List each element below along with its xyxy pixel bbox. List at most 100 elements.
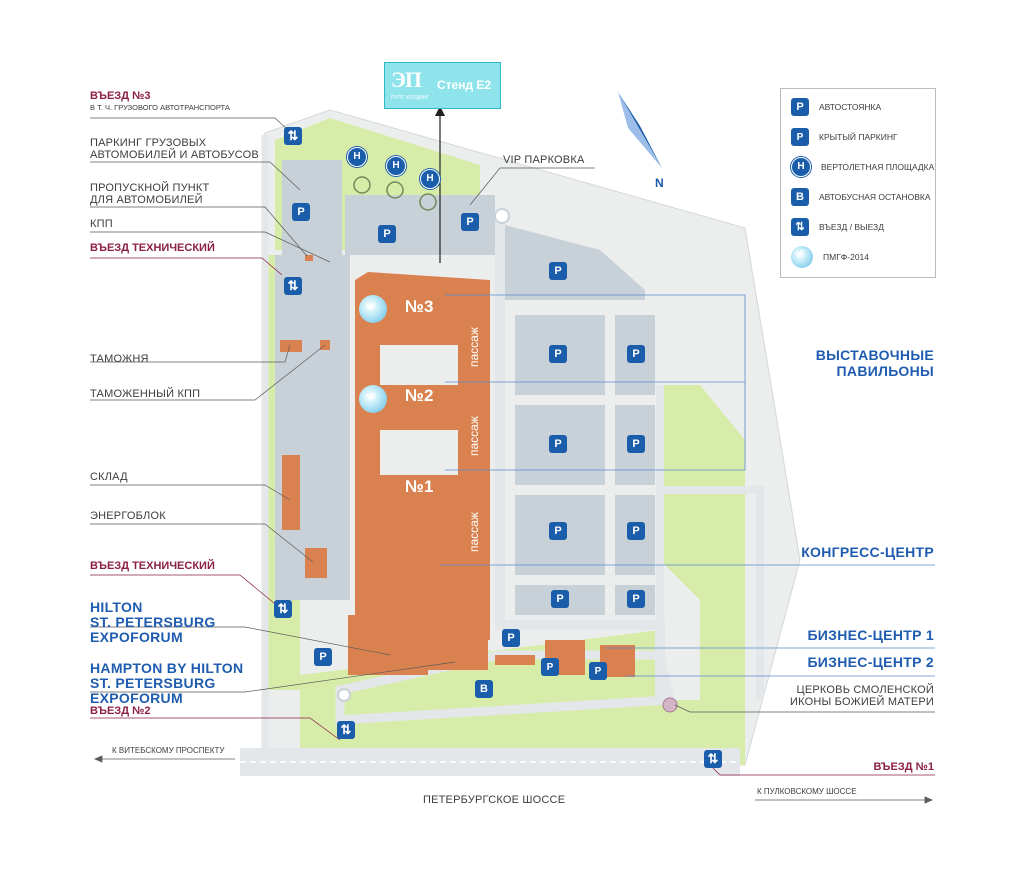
pmgf-logo-icon: ϟF [359,385,387,413]
pmgf-logo-icon: ϟF [359,295,387,323]
label-entrance-3-sub: в т. ч. грузового автотранспорта [90,103,230,112]
legend-label: въезд / выезд [819,222,884,232]
north-label: N [655,176,664,190]
entry-exit-icon: ⇅ [704,750,722,768]
label-entrance-1: ВЪЕЗД №1 [873,761,934,773]
pmgf-logo-icon: ϟF [791,246,813,268]
tree [386,181,404,199]
leader-lines [90,117,456,693]
label-customs-kpp: ТАМОЖЕННЫЙ КПП [90,388,201,400]
bus-stop-icon: B [475,680,493,698]
label-truck-parking-2: АВТОМОБИЛЕЙ И АВТОБУСОВ [90,149,259,161]
legend-label: автостоянка [819,102,882,112]
label-tech-entrance-2: ВЪЕЗД ТЕХНИЧЕСКИЙ [90,560,215,572]
legend: P автостоянка P крытый паркинг H вертоле… [780,88,936,278]
passage-label-1: пассаж [467,327,481,367]
label-hilton-3: EXPOFORUM [90,629,183,645]
entry-exit-icon: ⇅ [284,127,302,145]
kpp-building [305,255,313,261]
legend-item-helipad: H вертолетная площадка [791,157,934,177]
covered-parking-icon: P [541,658,559,676]
parking-icon: P [292,203,310,221]
legend-label: вертолетная площадка [821,162,935,172]
legend-label: автобусная остановка [819,192,931,202]
helipad-icon: H [386,156,406,176]
legend-label: ПМГФ-2014 [823,252,869,262]
church [662,697,678,713]
covered-parking-icon: P [589,662,607,680]
parking-area-truck [282,160,342,255]
stand-arrow-head [435,106,445,116]
label-entrance-3: ВЪЕЗД №3 [90,90,151,102]
legend-item-covered-parking: P крытый паркинг [791,127,898,147]
pavilion-2 [355,370,490,460]
helipad-icon: H [347,147,367,167]
label-hilton-2: ST. PETERSBURG [90,614,216,630]
label-entrance-2: ВЪЕЗД №2 [90,705,151,717]
vip-shelter [495,655,535,665]
legend-label: крытый паркинг [819,132,898,142]
covered-parking-icon: P [791,128,809,146]
parking-icon: P [551,590,569,608]
parking-icon: P [378,225,396,243]
compass-needle [618,92,662,168]
label-checkpoint-1: ПРОПУСКНОЙ ПУНКТ [90,182,210,194]
stand-e2-sign: ЭП РУПТ ХОЛДИНГ Стенд Е2 [384,62,501,109]
parking-icon: P [627,590,645,608]
leader-lines-right-gray [469,167,935,713]
entry-exit-icon: ⇅ [337,721,355,739]
label-business-center-2: БИЗНЕС-ЦЕНТР 2 [807,654,934,670]
customs-building [280,340,302,352]
parking-icon: P [461,213,479,231]
label-church-2: ИКОНЫ БОЖИЕЙ МАТЕРИ [790,696,934,708]
label-hampton-2: ST. PETERSBURG [90,675,216,691]
passage-label-3: пассаж [467,512,481,552]
stand-label: Стенд Е2 [437,78,492,92]
label-congress-center: КОНГРЕСС-ЦЕНТР [801,544,934,560]
label-pavilions-2: ПАВИЛЬОНЫ [836,363,934,379]
pavilion-1-label: №1 [405,477,434,496]
roundabout [494,208,510,224]
legend-item-parking: P автостоянка [791,97,881,117]
legend-item-pmgf: ϟF ПМГФ-2014 [791,246,869,268]
label-vip-parking: VIP ПАРКОВКА [503,154,585,166]
parking-icon: P [627,435,645,453]
helipad-icon: H [420,169,440,189]
label-kpp: КПП [90,218,113,230]
label-truck-parking-1: ПАРКИНГ ГРУЗОВЫХ [90,137,207,149]
legend-item-bus-stop: B автобусная остановка [791,187,931,207]
energy-block [305,548,327,578]
parking-icon: P [627,522,645,540]
bus-stop-icon: B [791,188,809,206]
green-zone-east [660,385,745,765]
parking-icon: P [549,522,567,540]
legend-item-entry-exit: ⇅ въезд / выезд [791,217,884,237]
warehouse [282,455,300,530]
west-yard [275,255,350,600]
label-hampton-1: HAMPTON BY HILTON [90,660,244,676]
label-tech-entrance-1: ВЪЕЗД ТЕХНИЧЕСКИЙ [90,242,215,254]
east-road [656,385,764,700]
parking-icon: P [549,262,567,280]
direction-arrows [93,755,934,804]
label-to-vitebsky: К ВИТЕБСКОМУ ПРОСПЕКТУ [112,746,225,755]
stand-logo: ЭП [391,67,422,92]
label-warehouse: СКЛАД [90,471,128,483]
parking-icon: P [549,345,567,363]
label-checkpoint-2: ДЛЯ АВТОМОБИЛЕЙ [90,194,203,206]
label-hampton-3: EXPOFORUM [90,690,183,706]
parking-icon: P [627,345,645,363]
pavilion-3-label: №3 [405,297,434,316]
parking-icon: P [791,98,809,116]
hampton-building [428,640,488,670]
pavilion-1 [355,460,490,520]
roundabout-south [337,688,351,702]
parking-icon: P [314,648,332,666]
label-pavilions-1: ВЫСТАВОЧНЫЕ [815,347,934,363]
passage-label-2: пассаж [467,416,481,456]
label-to-pulkovo: К ПУЛКОВСКОМУ ШОССЕ [757,787,857,796]
pavilion-3 [355,272,490,370]
leader-lines-right [440,294,935,677]
tree [353,176,371,194]
